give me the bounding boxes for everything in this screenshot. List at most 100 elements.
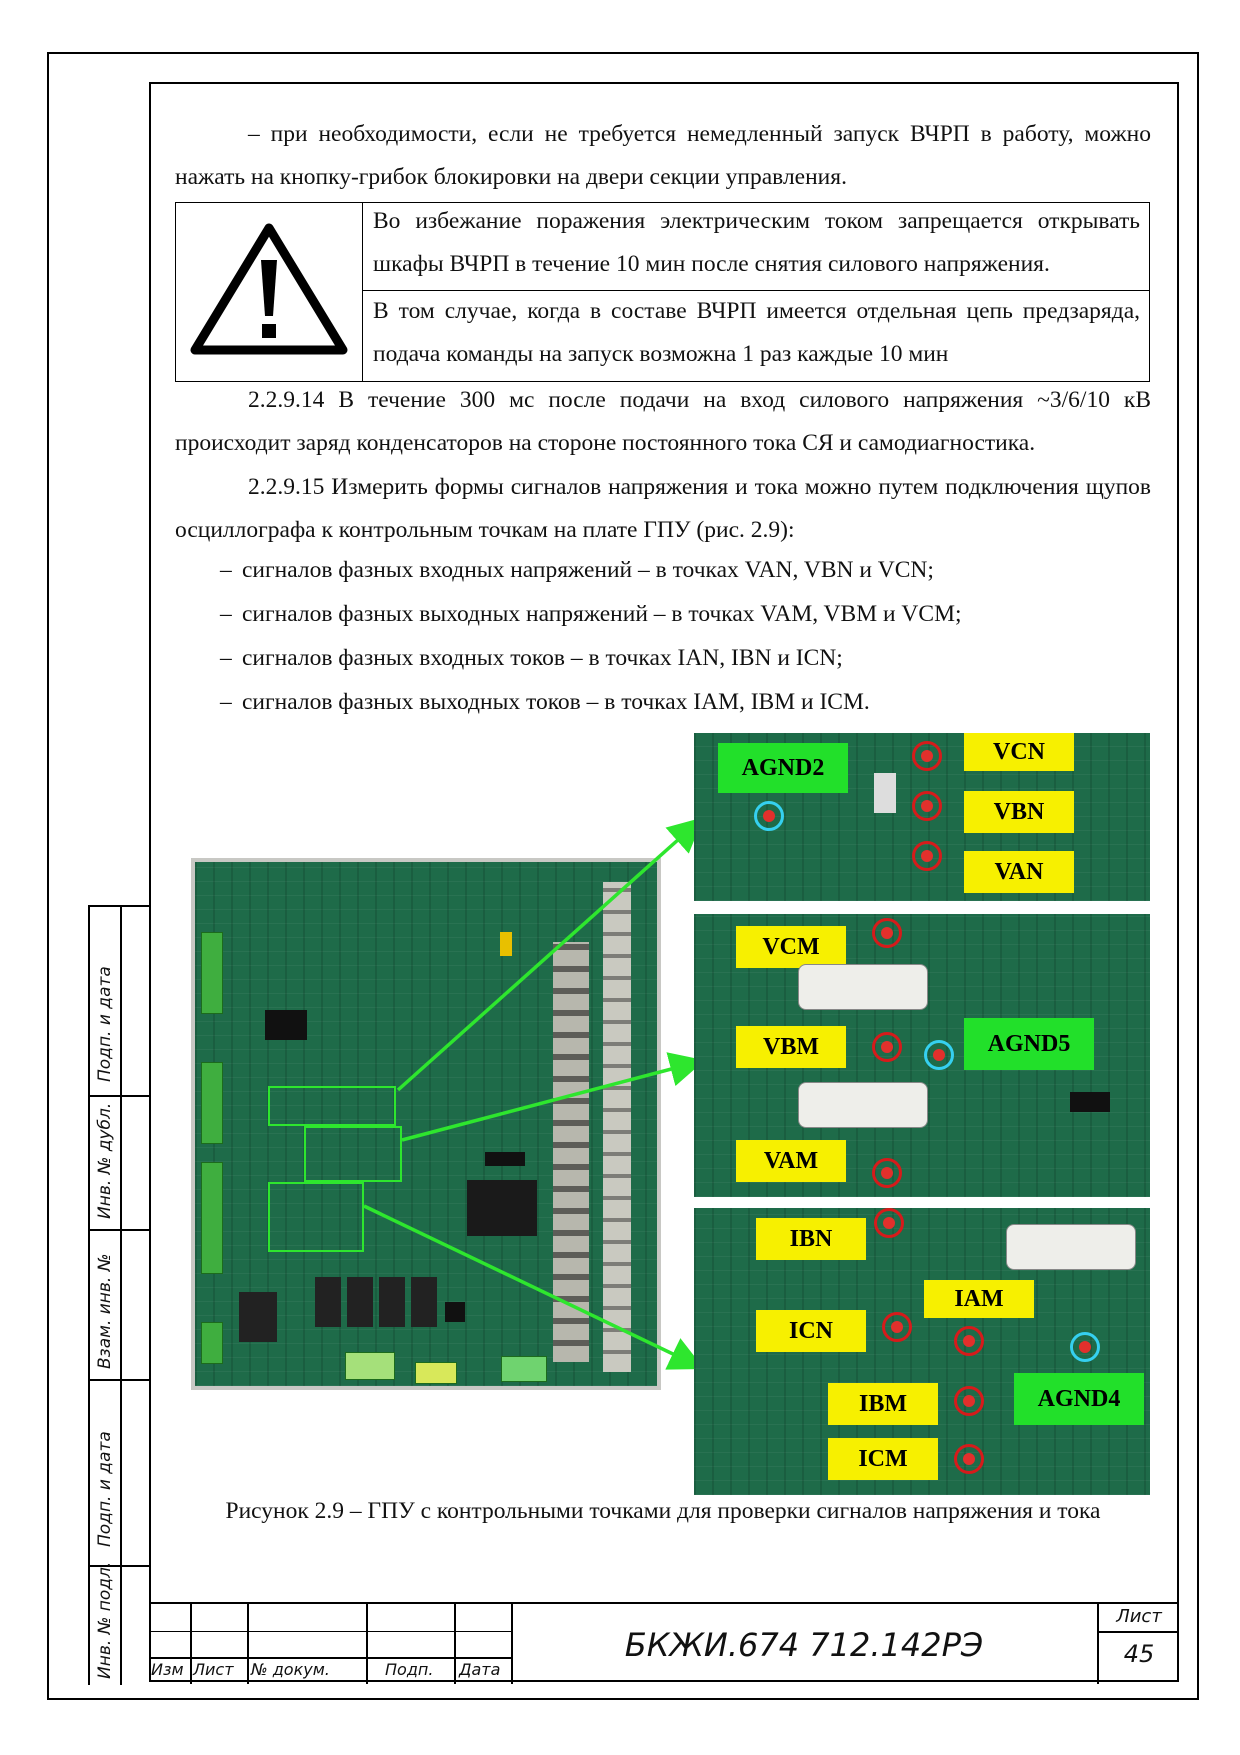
probe-point-agnd4 (1070, 1332, 1100, 1362)
bullet-text: сигналов фазных входных токов – в точках… (242, 645, 843, 671)
side-label-sign-date: Подп. и дата (95, 966, 115, 1082)
tb-line (247, 1604, 249, 1684)
terminal-block (201, 1062, 223, 1144)
inner-frame (149, 82, 1179, 1682)
relay (347, 1277, 373, 1327)
zoom-region-top (268, 1086, 396, 1126)
label-agnd4: AGND4 (1014, 1373, 1144, 1425)
bullet-item-4: –сигналов фазных выходных токов – в точк… (220, 687, 870, 717)
probe-point-icn (882, 1312, 912, 1342)
bullet-text: сигналов фазных выходных напряжений – в … (242, 601, 962, 627)
tb-header-date: Дата (459, 1660, 501, 1679)
tb-line (149, 1657, 511, 1659)
probe-point-agnd5 (924, 1040, 954, 1070)
tb-line (511, 1604, 513, 1684)
tb-header-doc: № докум. (251, 1660, 330, 1679)
label-iam: IAM (924, 1280, 1034, 1318)
label-vam: VAM (736, 1140, 846, 1182)
label-vcm: VCM (736, 926, 846, 968)
bullet-item-1: –сигналов фазных входных напряжений – в … (220, 555, 934, 585)
probe-point-ibn (874, 1208, 904, 1238)
label-ibn: IBN (756, 1218, 866, 1260)
label-vbn: VBN (964, 791, 1074, 833)
tb-line (149, 1631, 511, 1632)
tb-line (454, 1604, 456, 1684)
bullet-dash: – (220, 557, 232, 583)
tb-line (1097, 1604, 1099, 1684)
warning-triangle-icon (190, 223, 348, 355)
component (874, 773, 896, 813)
document-code: БКЖИ.674 712.142РЭ (624, 1626, 984, 1664)
zoom-panel-bottom: IBN IAM ICN IBM AGND4 ICM (694, 1208, 1150, 1495)
terminal-block (201, 1322, 223, 1364)
probe-point-vcm (872, 918, 902, 948)
zoom-region-bottom (268, 1182, 364, 1252)
side-cell (90, 907, 150, 1097)
label-agnd5: AGND5 (964, 1018, 1094, 1070)
label-agnd2: AGND2 (718, 743, 848, 793)
side-label-replace-inv: Взам. инв. № (95, 1253, 115, 1369)
tb-header-list: Лист (193, 1660, 234, 1679)
paragraph-3: 2.2.9.15 Измерить формы сигналов напряже… (175, 474, 1151, 543)
probe-point-agnd2 (754, 801, 784, 831)
bullet-dash: – (220, 689, 232, 715)
tb-header-sign: Подп. (385, 1660, 434, 1679)
capacitor (798, 964, 928, 1010)
zoom-panel-middle: VCM VBM AGND5 VAM (694, 914, 1150, 1197)
chip (485, 1152, 525, 1166)
board-photo (191, 858, 661, 1390)
label-icm: ICM (828, 1438, 938, 1480)
probe-point-vcn (912, 741, 942, 771)
terminal-block (201, 1162, 223, 1274)
label-van: VAN (964, 851, 1074, 893)
bullet-text: сигналов фазных выходных токов – в точка… (242, 689, 870, 715)
relay (379, 1277, 405, 1327)
power-module (239, 1292, 277, 1342)
probe-point-iam (954, 1326, 984, 1356)
side-label-sign-date-2: Подп. и дата (95, 1431, 115, 1547)
probe-point-vbn (912, 791, 942, 821)
paragraph-1: – при необходимости, если не требуется н… (175, 121, 1151, 190)
probe-point-ibm (954, 1386, 984, 1416)
chip (1070, 1092, 1110, 1112)
warning-divider (363, 290, 1150, 291)
tb-line (1097, 1631, 1179, 1633)
bullet-item-3: –сигналов фазных входных токов – в точка… (220, 643, 843, 673)
capacitor (798, 1082, 928, 1128)
paragraph-2: 2.2.9.14 В течение 300 мс после подачи н… (175, 387, 1151, 456)
zoom-panel-top: AGND2 VCN VBN VAN (694, 733, 1150, 901)
warning-table (175, 202, 1150, 382)
sheet-number: 45 (1123, 1640, 1155, 1668)
label-vcn: VCN (964, 733, 1074, 771)
terminal-block (201, 932, 223, 1014)
probe-point-vam (872, 1158, 902, 1188)
connector-row (603, 882, 631, 1372)
side-stamp-strip: Подп. и дата Инв. № дубл. Взам. инв. № П… (88, 905, 150, 1685)
side-divider (120, 907, 122, 1685)
processor-chip (467, 1180, 537, 1236)
side-cell (90, 1381, 150, 1567)
tb-line (190, 1604, 192, 1684)
zoom-region-middle (304, 1126, 402, 1182)
figure-caption: Рисунок 2.9 – ГПУ с контрольными точками… (225, 1498, 1101, 1524)
bullet-dash: – (220, 645, 232, 671)
warning-icon-cell (175, 202, 363, 382)
label-ibm: IBM (828, 1383, 938, 1425)
chip (265, 1010, 307, 1040)
tb-line (366, 1604, 368, 1684)
probe-point-vbm (872, 1032, 902, 1062)
warning-text-2: В том случае, когда в составе ВЧРП имеет… (373, 298, 1140, 367)
chip (445, 1302, 465, 1322)
bullet-text: сигналов фазных входных напряжений – в т… (242, 557, 934, 583)
outer-frame (47, 52, 1199, 1700)
side-label-dup-inv: Инв. № дубл. (95, 1102, 115, 1219)
relay (315, 1277, 341, 1327)
side-cell (90, 1097, 150, 1231)
probe-point-icm (954, 1444, 984, 1474)
probe-point-van (912, 841, 942, 871)
relay (411, 1277, 437, 1327)
warning-text-1: Во избежание поражения электрическим ток… (373, 208, 1140, 277)
capacitor (1006, 1224, 1136, 1270)
side-label-orig-inv: Инв. № подл. (95, 1561, 115, 1679)
